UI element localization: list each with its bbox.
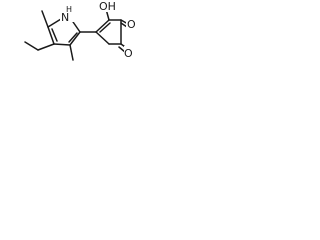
bond-c5-n1 [47, 18, 62, 28]
bond-c3-methyl [69, 44, 74, 61]
atom-label-o-top: O [127, 18, 136, 31]
cyclobutene-square [95, 19, 122, 45]
structure-canvas: N H OH O O [0, 0, 138, 83]
atom-labels: N H OH O O [60, 0, 136, 60]
bond-ethyl1-ethyl2 [24, 41, 39, 51]
atom-label-oh: OH [99, 0, 116, 13]
bond-c5-methyl [41, 10, 49, 28]
bond-c3-c4 [53, 43, 71, 46]
cyclobutenedione-ring [95, 19, 111, 33]
atom-label-nh-h: H [66, 5, 72, 14]
bond-c2-c3-double [68, 32, 78, 43]
bond-c4-c5-double [51, 28, 58, 42]
bond-c2-c3 [69, 31, 81, 46]
molecule-diagram: N H OH O O [24, 0, 136, 61]
bond-sq-left-lower [95, 31, 110, 45]
pyrrole-substituents [24, 10, 74, 61]
bond-ring-a-b [95, 19, 110, 33]
atom-label-n: N [61, 11, 69, 24]
bond-c4-c5 [47, 26, 55, 45]
atom-label-o-bottom: O [124, 47, 133, 60]
bond-ring-a-b-double [99, 22, 111, 33]
bond-c4-ethyl1 [37, 43, 55, 51]
